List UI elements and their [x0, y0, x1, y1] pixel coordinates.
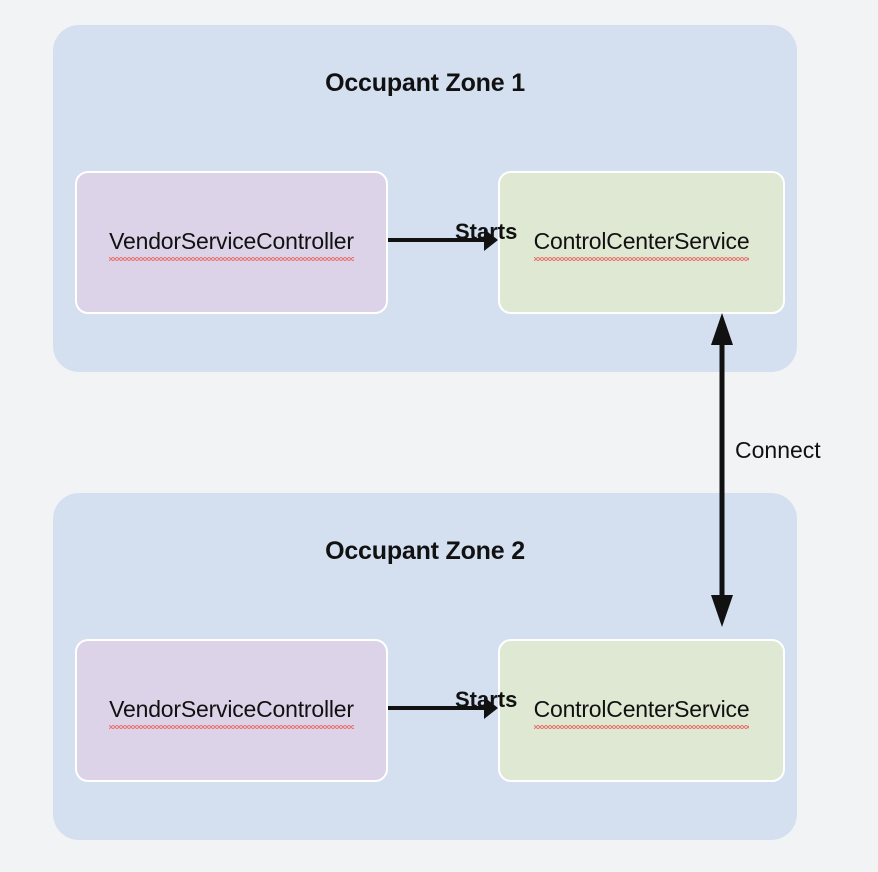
node-label-control-center-service-2: ControlCenterService	[533, 696, 750, 729]
node-label-control-center-service-1: ControlCenterService	[533, 228, 750, 261]
node-vendor-service-controller-2[interactable]: VendorServiceController	[75, 639, 388, 782]
node-control-center-service-1[interactable]: ControlCenterService	[498, 171, 785, 314]
edge-label-starts-zone-1: Starts	[455, 219, 518, 244]
node-label-vendor-service-controller-1: VendorServiceController	[109, 228, 354, 261]
occupant-zone-2-container: Occupant Zone 2 VendorServiceController …	[53, 493, 797, 840]
node-vendor-service-controller-1[interactable]: VendorServiceController	[75, 171, 388, 314]
occupant-zone-1-container: Occupant Zone 1 VendorServiceController …	[53, 25, 797, 372]
occupant-zone-1-title: Occupant Zone 1	[325, 69, 525, 97]
node-control-center-service-2[interactable]: ControlCenterService	[498, 639, 785, 782]
edge-label-starts-zone-2: Starts	[455, 687, 518, 712]
node-label-vendor-service-controller-2: VendorServiceController	[109, 696, 354, 729]
edge-label-connect: Connect	[735, 437, 821, 463]
occupant-zone-2-title: Occupant Zone 2	[325, 537, 525, 565]
